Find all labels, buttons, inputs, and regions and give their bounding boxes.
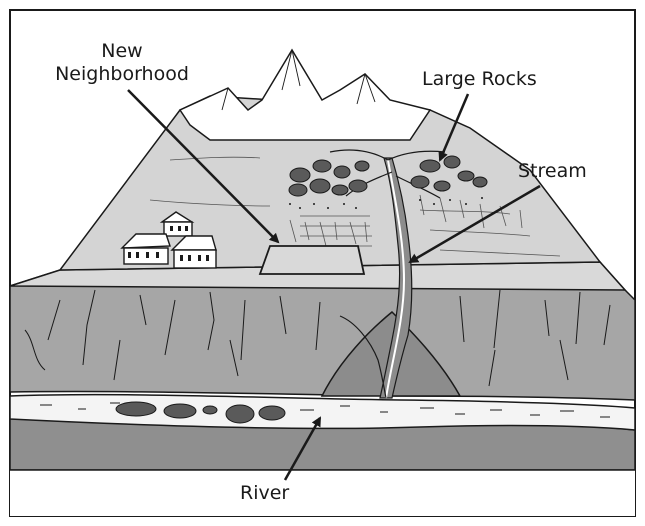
large-rocks-arrow (438, 93, 470, 162)
large-rocks-label: Large Rocks (422, 68, 537, 90)
neighborhood-arrow (127, 89, 280, 244)
large-rocks-left (288, 159, 370, 197)
large-rocks-right (410, 155, 488, 192)
new-neighborhood-label-line1: New (101, 40, 143, 62)
river-label: River (240, 482, 290, 504)
river-rocks (115, 401, 286, 424)
bottom-ground (10, 470, 635, 516)
river-ripples (40, 402, 610, 418)
stream-label: Stream (518, 160, 587, 182)
cliff-side-stream (339, 315, 387, 399)
stream-channel (385, 159, 406, 399)
stream-tributaries (329, 149, 446, 199)
gravel-stipple (289, 197, 483, 209)
new-neighborhood-label: New Neighborhood (42, 40, 202, 86)
stream (379, 157, 413, 399)
house-windows (128, 226, 209, 261)
new-neighborhood-label-line2: Neighborhood (55, 63, 189, 85)
peak-shading (221, 49, 376, 111)
neighborhood-plot (258, 245, 366, 275)
cliff-texture (24, 289, 611, 387)
snowy-peaks (178, 48, 432, 141)
river-arrow (283, 416, 322, 481)
stream-arrow (408, 184, 541, 264)
river (9, 393, 636, 431)
